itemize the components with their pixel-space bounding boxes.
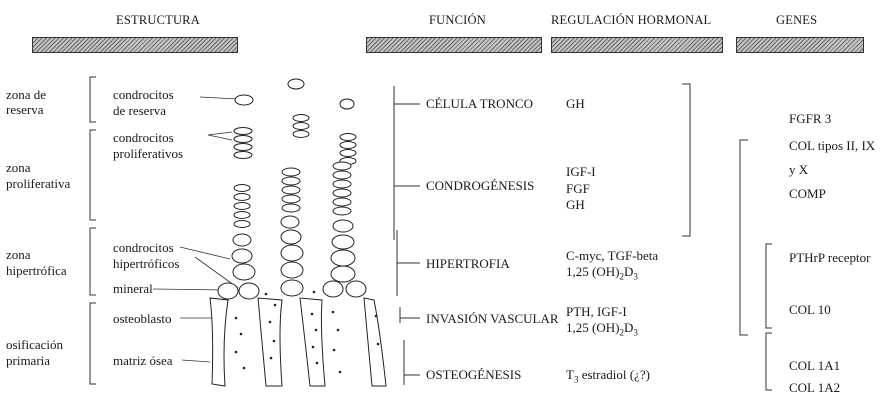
gene-brackets bbox=[740, 140, 772, 390]
chondrocytes bbox=[218, 79, 366, 299]
zone-brackets bbox=[90, 77, 96, 384]
hormone-brackets bbox=[682, 84, 690, 236]
function-connectors bbox=[394, 86, 420, 385]
bone-trabeculae bbox=[210, 298, 386, 386]
